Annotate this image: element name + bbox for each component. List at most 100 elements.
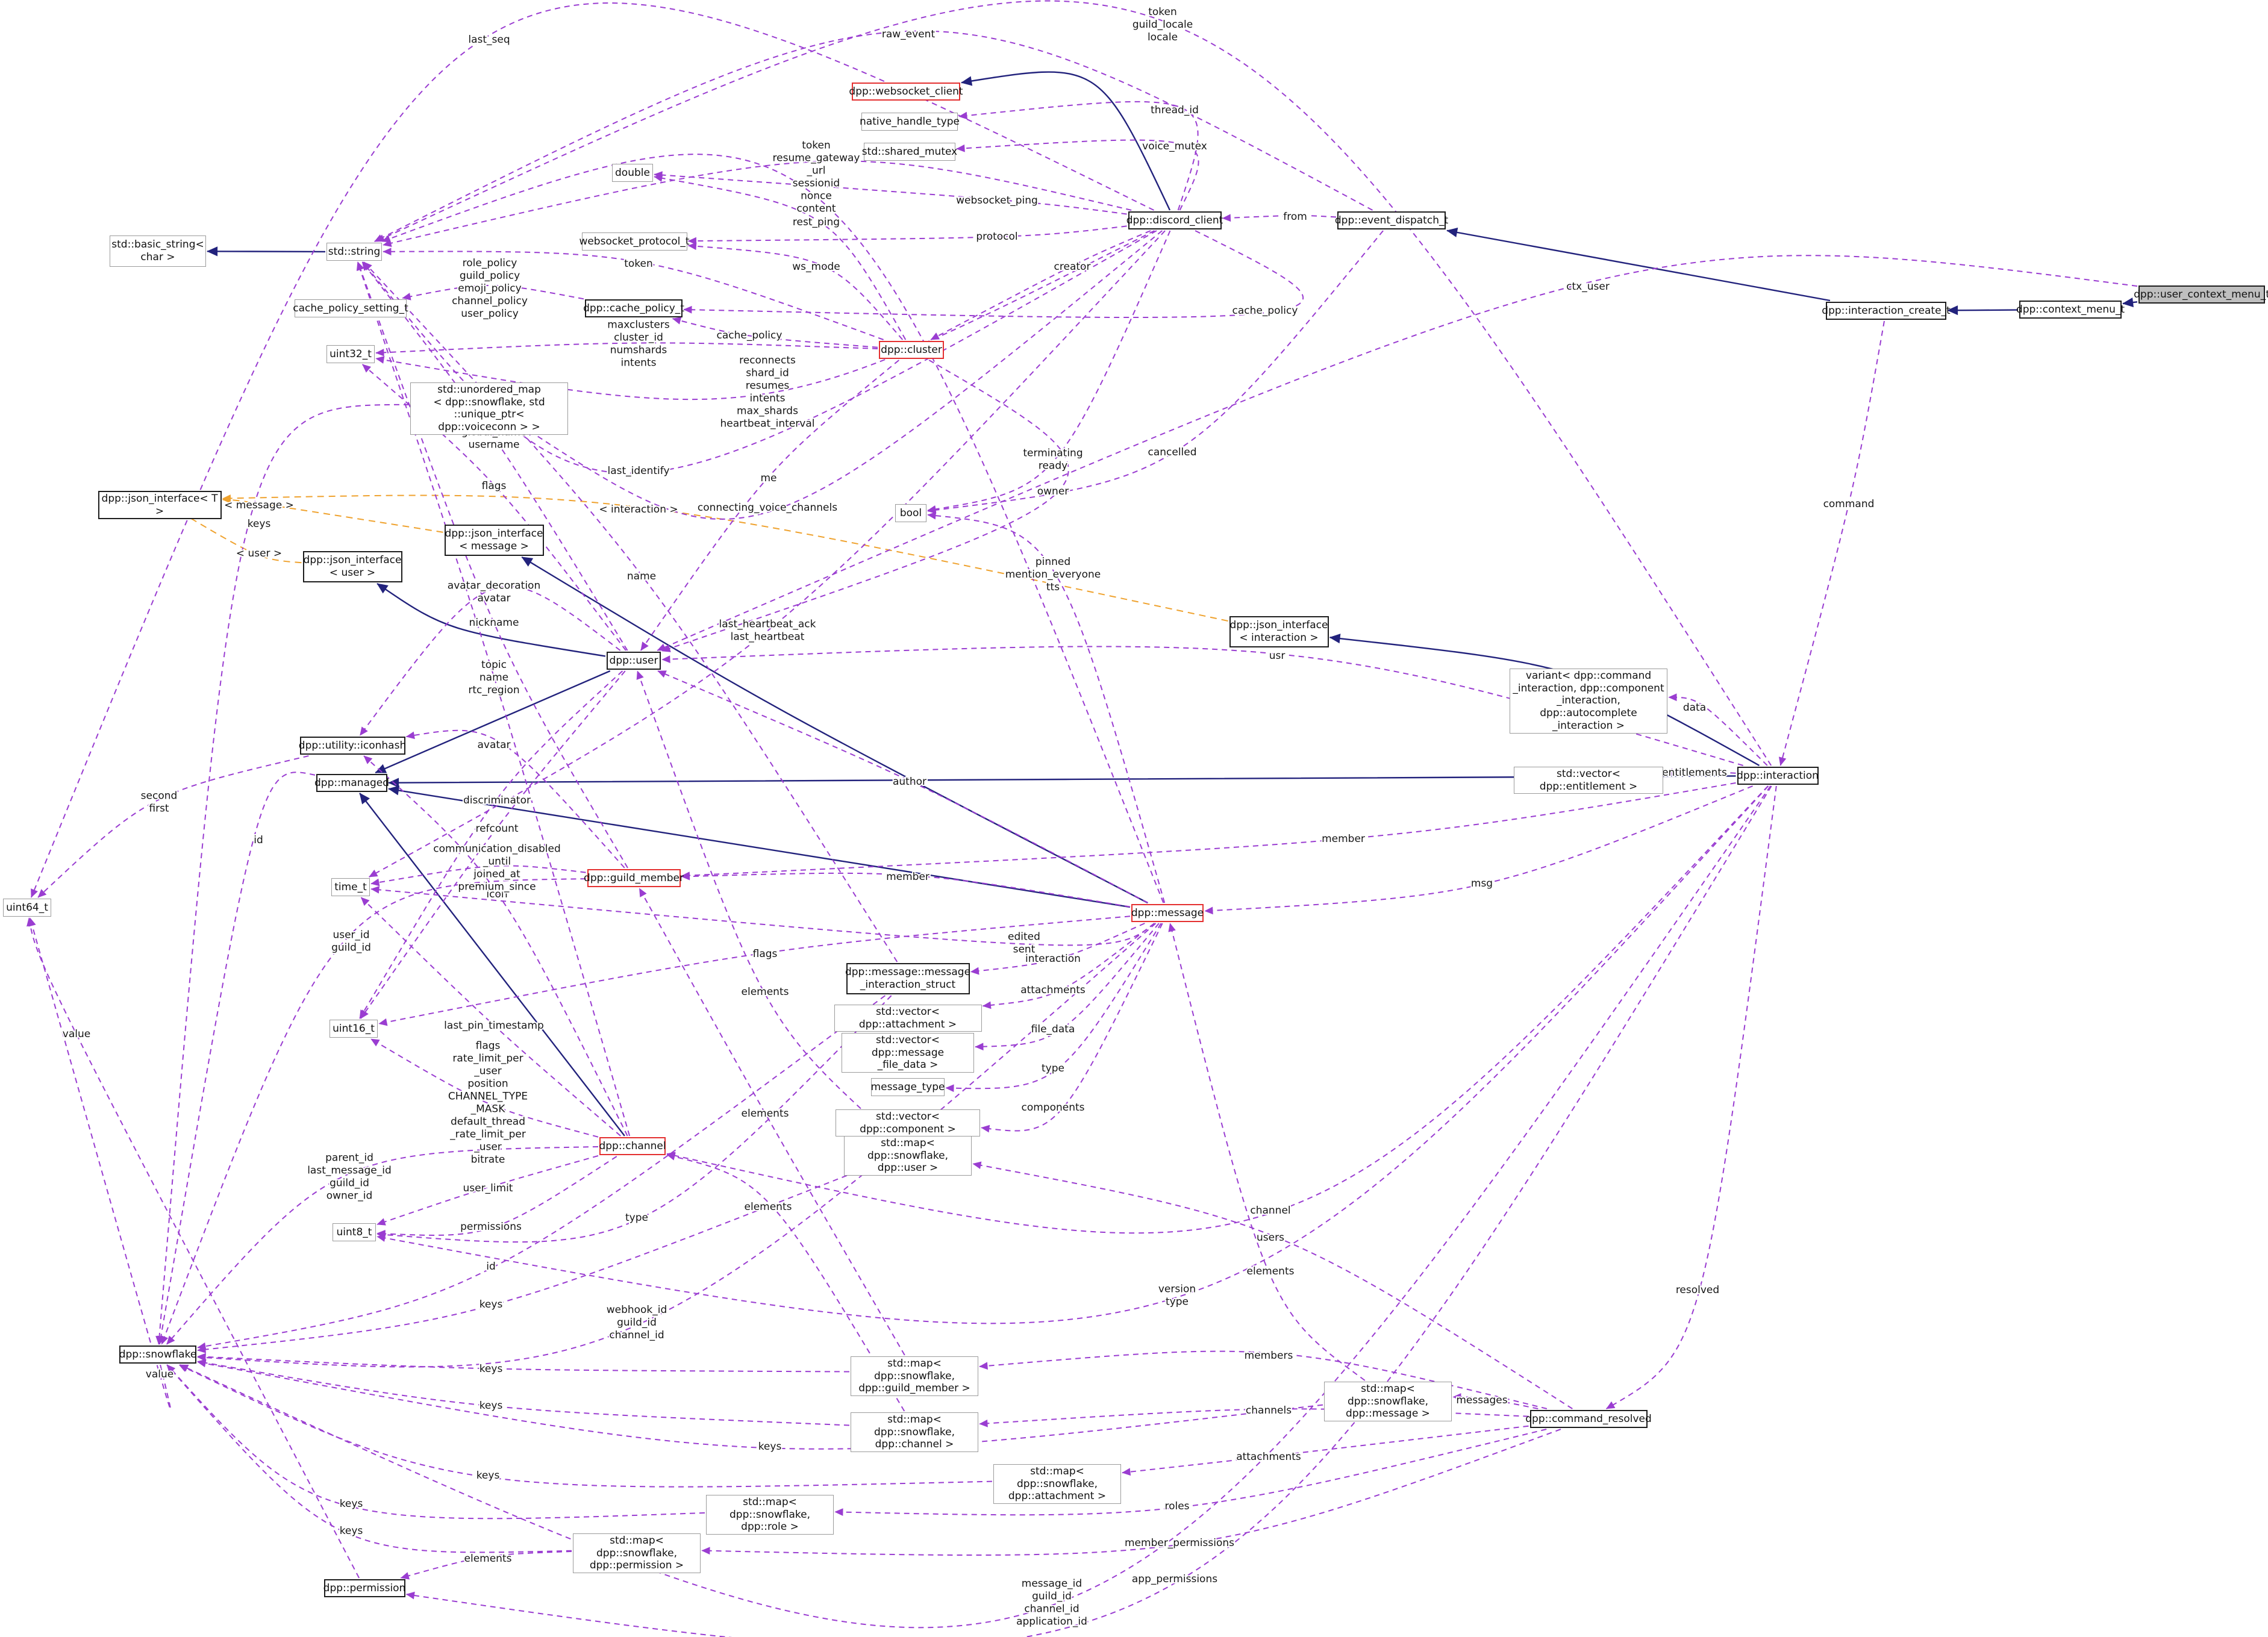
edge-cluster-to-double [654, 174, 907, 340]
edge-label: cache_policy [1232, 305, 1298, 317]
edge-user-to-iconhash [359, 585, 621, 736]
class-node-uint16[interactable]: uint16_t [330, 1020, 378, 1038]
edge-discord_client-to-websocket_client [961, 71, 1171, 211]
edge-label: elements [742, 986, 789, 998]
class-node-guild_member[interactable]: dpp::guild_member [584, 869, 684, 887]
class-node-label: dpp::managed [314, 776, 390, 789]
class-node-basic_string[interactable]: std::basic_string< char > [110, 235, 206, 267]
class-node-permission[interactable]: dpp::permission [323, 1579, 405, 1597]
edge-label: member_permissions [1125, 1537, 1234, 1549]
class-node-map_role[interactable]: std::map< dpp::snowflake, dpp::role > [706, 1495, 834, 1535]
edge-label: messages [1456, 1394, 1507, 1406]
class-node-discord_client[interactable]: dpp::discord_client [1126, 211, 1223, 229]
edge-label: id [486, 1261, 496, 1273]
class-node-bool[interactable]: bool [895, 504, 926, 522]
class-node-map_guild_member[interactable]: std::map< dpp::snowflake, dpp::guild_mem… [851, 1356, 978, 1397]
class-node-cluster[interactable]: dpp::cluster [879, 341, 944, 359]
edge-guild_member-to-snowflake [161, 878, 586, 1345]
edge-discord_client-to-cache_policy_t [683, 230, 1304, 319]
edge-snowflake-to-uint64 [28, 917, 172, 1410]
class-node-command_resolved[interactable]: dpp::command_resolved [1525, 1410, 1652, 1428]
class-node-variant[interactable]: variant< dpp::command _interaction, dpp:… [1510, 669, 1667, 734]
class-node-vec_entitlement[interactable]: std::vector< dpp::entitlement > [1514, 767, 1663, 794]
class-node-vec_filedata[interactable]: std::vector< dpp::message _file_data > [842, 1033, 974, 1073]
edge-label: data [1683, 702, 1706, 714]
class-node-double[interactable]: double [612, 164, 653, 182]
class-node-context_menu[interactable]: dpp::context_menu_t [2016, 301, 2125, 319]
class-node-user_context_menu[interactable]: dpp::user_context_menu_t [2134, 285, 2268, 304]
class-node-message_type[interactable]: message_type [871, 1078, 945, 1096]
class-node-map_channel[interactable]: std::map< dpp::snowflake, dpp::channel > [851, 1412, 978, 1453]
class-node-uint64[interactable]: uint64_t [3, 899, 51, 917]
class-node-snowflake[interactable]: dpp::snowflake [119, 1345, 196, 1364]
class-node-managed[interactable]: dpp::managed [314, 774, 390, 792]
class-node-jsonif_T[interactable]: dpp::json_interface< T > [98, 491, 222, 520]
class-node-map_message[interactable]: std::map< dpp::snowflake, dpp::message > [1324, 1382, 1452, 1422]
class-node-label: dpp::command_resolved [1525, 1412, 1652, 1425]
class-node-cache_policy_setting[interactable]: cache_policy_setting_t [293, 299, 408, 317]
edge-label: usr [1269, 650, 1286, 662]
class-node-uint32[interactable]: uint32_t [326, 345, 375, 363]
class-node-string[interactable]: std::string [326, 243, 382, 261]
class-node-jsonif_message[interactable]: dpp::json_interface < message > [444, 525, 544, 556]
edge-label: elements [745, 1201, 792, 1213]
edge-label: ws_mode [792, 261, 840, 273]
edge-user-to-uint32 [362, 364, 626, 651]
edge-user-to-uint16 [359, 670, 623, 1019]
edge-label: keys [476, 1470, 500, 1482]
edge-message-to-managed [388, 785, 1131, 908]
class-node-label: std::map< dpp::snowflake, dpp::guild_mem… [858, 1358, 970, 1395]
class-node-iconhash[interactable]: dpp::utility::iconhash [299, 737, 406, 755]
class-node-shared_mutex[interactable]: std::shared_mutex [862, 143, 957, 161]
class-node-interaction[interactable]: dpp::interaction [1737, 767, 1819, 785]
edge-label: keys [480, 1400, 503, 1412]
edge-label: keys [248, 518, 271, 530]
edge-msg_interaction_struct-to-uint8 [376, 995, 892, 1243]
class-node-map_user[interactable]: std::map< dpp::snowflake, dpp::user > [844, 1136, 972, 1176]
class-node-jsonif_user[interactable]: dpp::json_interface < user > [302, 551, 402, 582]
edge-message-to-bool [927, 511, 1166, 903]
edge-label: type [625, 1212, 648, 1224]
edge-interaction-to-variant [1668, 693, 1768, 766]
edge-label: name [627, 570, 656, 582]
class-node-ws_protocol[interactable]: websocket_protocol_t [579, 232, 690, 251]
class-node-message[interactable]: dpp::message [1131, 904, 1204, 922]
class-node-map_attachment[interactable]: std::map< dpp::snowflake, dpp::attachmen… [993, 1464, 1121, 1504]
edge-event_dispatch-to-string [374, 30, 1373, 242]
class-node-websocket_client[interactable]: dpp::websocket_client [849, 83, 963, 101]
class-node-time_t[interactable]: time_t [331, 878, 370, 896]
class-node-interaction_create[interactable]: dpp::interaction_create_t [1822, 302, 1951, 320]
edge-guild_member-to-time_t [370, 865, 586, 887]
edge-labels: < message >< user >< interaction >last_s… [61, 5, 1876, 1629]
class-node-native_handle[interactable]: native_handle_type [860, 113, 960, 131]
class-node-uint8[interactable]: uint8_t [333, 1223, 376, 1241]
class-node-label: dpp::discord_client [1126, 214, 1223, 226]
edge-label: websocket_ping [956, 195, 1038, 207]
class-node-msg_interaction_struct[interactable]: dpp::message::message _interaction_struc… [845, 963, 970, 994]
edge-discord_client-to-time_t [369, 230, 1166, 878]
edge-label: keys [758, 1441, 782, 1453]
class-node-umap_voiceconn[interactable]: std::unordered_map < dpp::snowflake, std… [410, 382, 568, 435]
edge-user_context_menu-to-user [657, 255, 2138, 651]
edge-label: members [1245, 1350, 1293, 1362]
edge-label: id [254, 834, 263, 846]
class-node-channel[interactable]: dpp::channel [599, 1137, 666, 1155]
class-node-label: std::vector< dpp::entitlement > [1539, 768, 1638, 793]
edge-label: components [1021, 1102, 1084, 1114]
class-node-vec_attachment[interactable]: std::vector< dpp::attachment > [834, 1005, 982, 1032]
class-node-cache_policy_t[interactable]: dpp::cache_policy_t [583, 299, 684, 317]
class-node-map_permission[interactable]: std::map< dpp::snowflake, dpp::permissio… [573, 1533, 701, 1574]
class-node-event_dispatch[interactable]: dpp::event_dispatch_t [1335, 211, 1448, 229]
class-node-user[interactable]: dpp::user [607, 652, 661, 670]
edge-label: creator [1054, 261, 1091, 273]
edge-umap_voiceconn-to-snowflake [155, 404, 410, 1345]
edge-interaction-to-guild_member [681, 782, 1736, 879]
class-node-vec_component[interactable]: std::vector< dpp::component > [836, 1109, 980, 1137]
edge-user-to-managed [375, 670, 611, 774]
class-node-jsonif_interaction[interactable]: dpp::json_interface < interaction > [1229, 616, 1329, 647]
